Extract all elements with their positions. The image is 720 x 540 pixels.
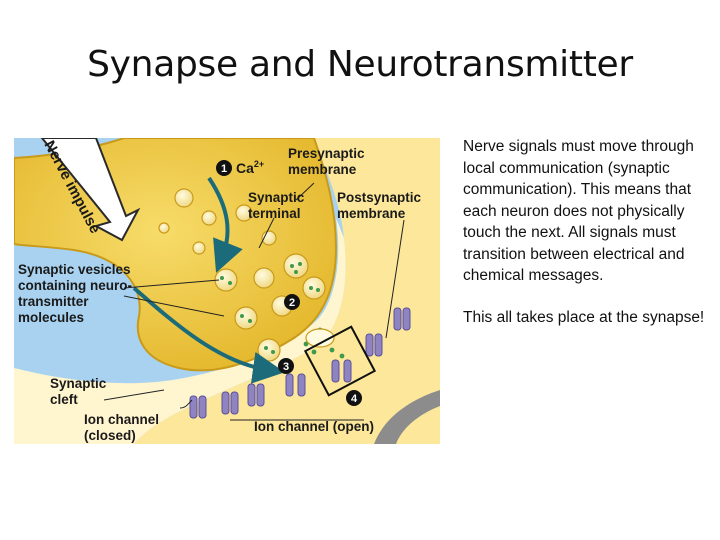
- svg-text:2: 2: [289, 297, 295, 309]
- ion-channel-closed: [247, 383, 265, 407]
- vesicle: [253, 267, 275, 289]
- synapse-diagram: Nerve impulse: [14, 138, 440, 444]
- vesicle: [158, 222, 170, 234]
- vesicle: [283, 253, 309, 279]
- paragraph-conclusion: This all takes place at the synapse!: [463, 308, 705, 326]
- step-1-badge: 1: [216, 160, 232, 176]
- step-4-highlight-box: [303, 325, 377, 397]
- calcium-label: Ca2+: [236, 159, 264, 176]
- adjacent-neuron: [374, 390, 440, 444]
- ion-channel-closed: [189, 395, 207, 419]
- step-2-badge: 2: [284, 294, 300, 310]
- nerve-impulse-arrow: [40, 138, 141, 242]
- svg-text:1: 1: [221, 163, 227, 175]
- ion-channels: [189, 307, 411, 419]
- calcium-influx-arrow: [207, 176, 243, 273]
- vesicle: [302, 276, 326, 300]
- body-text: Nerve signals must move through local co…: [463, 136, 708, 348]
- ion-channel-closed: [365, 333, 383, 357]
- postsynaptic-neuron: [134, 138, 440, 444]
- vesicle-migration-arrow: [132, 286, 285, 384]
- leader-lines: [103, 182, 405, 421]
- svg-text:3: 3: [283, 361, 289, 373]
- vesicle: [257, 338, 281, 362]
- synaptic-terminal-label: Synaptic terminal: [248, 190, 308, 221]
- vesicle: [174, 188, 194, 208]
- postsynaptic-membrane-label: Postsynaptic membrane: [337, 190, 425, 221]
- step-3-badge: 3: [278, 358, 294, 374]
- ion-channel-open: [331, 359, 352, 383]
- ion-channel-open-label: Ion channel (open): [254, 419, 374, 434]
- svg-text:4: 4: [351, 393, 358, 405]
- vesicle: [234, 306, 258, 330]
- vesicle: [192, 241, 206, 255]
- ion-channel-open: [285, 373, 306, 397]
- synaptic-cleft: [14, 218, 346, 444]
- synaptic-cleft-label: Synaptic cleft: [50, 376, 110, 407]
- ion-channel-closed: [221, 391, 239, 415]
- vesicle: [201, 210, 217, 226]
- ion-channel-closed: [393, 307, 411, 331]
- ion-channel-closed-label: Ion channel (closed): [84, 412, 163, 443]
- paragraph-explanation: Nerve signals must move through local co…: [463, 138, 694, 284]
- step-4-badge: 4: [346, 390, 362, 406]
- fusing-vesicle: [305, 328, 335, 348]
- slide-title: Synapse and Neurotransmitter: [87, 44, 633, 85]
- vesicle: [235, 204, 253, 222]
- synaptic-vesicles-label: Synaptic vesicles containing neuro- tran…: [18, 262, 136, 325]
- presynaptic-membrane-label: Presynaptic membrane: [288, 146, 368, 177]
